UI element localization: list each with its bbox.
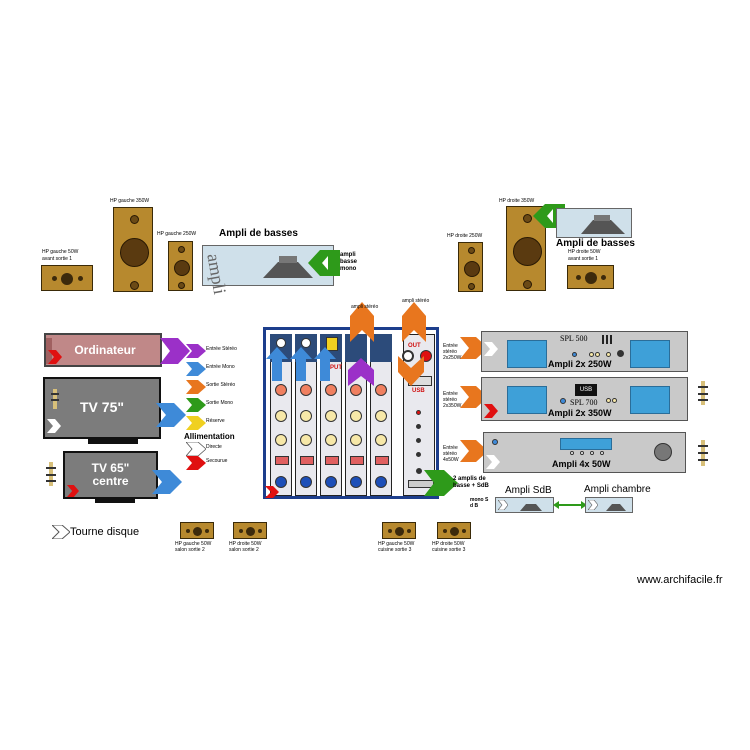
- legend-item: Directe: [186, 442, 246, 456]
- legend-item: Sortie Mono: [186, 398, 246, 412]
- ampli-4x50-label: Ampli 4x 50W: [552, 459, 611, 469]
- antenna-icon-left: [46, 462, 56, 486]
- cuisine-sortie-3-d-label: cuisine sortie 3: [432, 547, 466, 553]
- speaker-droite-cuisine: [437, 522, 471, 539]
- ampli-chambre-title: Ampli chambre: [584, 484, 651, 495]
- mono-out-arrow-mixer: [424, 470, 458, 496]
- ampli-stereo-label-1: ampli stéréo: [351, 304, 379, 310]
- mono-in-arrow-mixer-3: [314, 347, 336, 381]
- stereo-out-arrow-mixer-1: [350, 302, 374, 342]
- tv-75-stand: [88, 438, 138, 444]
- hp-d-salon-label: HP droite 50W: [229, 541, 262, 547]
- ordinateur-label: Ordinateur: [74, 343, 136, 357]
- ampli-4x50: Ampli 4x 50W: [483, 432, 686, 473]
- ampli-2x250-label: Ampli 2x 250W: [548, 359, 612, 369]
- tv-75-device: TV 75": [43, 377, 161, 439]
- tv-65-centre-label: centre: [92, 474, 129, 488]
- entree-stereo-250-label: Entrée stéréo 2x250W: [443, 343, 462, 361]
- salon-sortie-2-g-label: salon sortie 2: [175, 547, 205, 553]
- legend-item: Secourue: [186, 456, 246, 470]
- hp-gauche-350-label: HP gauche 350W: [110, 198, 150, 204]
- tourne-disque-label: Tourne disque: [70, 526, 140, 538]
- spl-500-label: SPL 500: [560, 334, 588, 343]
- secourue-arrow-mixer: [265, 486, 279, 498]
- bass-amp-right: [556, 208, 632, 238]
- ampli-de-basses-right-title: Ampli de basses: [556, 238, 635, 249]
- legend-item: Entrée Stéréo: [186, 344, 246, 358]
- avant-sortie-1-right-label: avant sortie 1: [568, 256, 599, 262]
- hp-droite-350-label: HP droite 350W: [499, 198, 535, 204]
- legend-item: Entrée Mono: [186, 362, 246, 376]
- ampli-sdb-title: Ampli SdB: [505, 485, 552, 496]
- hp-gauche-50-avant-label: HP gauche 50W: [42, 249, 79, 255]
- stereo-out-arrow-mixer-down: [398, 356, 424, 386]
- speaker-right-250: [458, 242, 483, 292]
- stereo-in-arrow-mixer: [348, 358, 374, 386]
- ampli-stereo-label-2: ampli stéréo: [402, 298, 430, 304]
- amplis-basse-label: 2 amplis de basse + SdB: [453, 476, 489, 489]
- legend-item: Sortie Stéréo: [186, 380, 246, 394]
- allimentation-label: Allimentation: [184, 432, 235, 441]
- antenna-icon: [698, 381, 708, 405]
- ordinateur-device: Ordinateur: [44, 333, 162, 367]
- antenna-icon: [698, 440, 708, 466]
- stereo-out-arrow-amp-50: [460, 440, 488, 462]
- mono-in-arrows-mixer: [266, 347, 312, 381]
- mixer: INPUT OUT USB: [263, 327, 439, 499]
- ampli-2x350: USB SPL 700 Ampli 2x 350W: [481, 377, 688, 421]
- spl-700-label: SPL 700: [570, 398, 598, 407]
- tv-75-label: TV 75": [80, 399, 124, 415]
- mixer-usb-label: USB: [412, 388, 425, 394]
- mono-in-arrow-tv65: [152, 470, 182, 494]
- mono-in-arrow-tv75: [156, 403, 186, 427]
- stereo-out-arrow-mixer-2: [402, 302, 426, 342]
- usb-screen-label: USB: [575, 384, 597, 396]
- tourne-disque-arrow: [52, 525, 70, 539]
- ampli-2x350-label: Ampli 2x 350W: [548, 408, 612, 418]
- antenna-icon: [51, 389, 59, 409]
- ampli-basse-mono-label: ampli basse mono: [340, 252, 358, 272]
- speaker-droite-salon: [233, 522, 267, 539]
- ampli-2x250: SPL 500 Ampli 2x 250W: [481, 331, 688, 372]
- hp-gauche-250-label: HP gauche 250W: [157, 231, 197, 237]
- speaker-left-250: [168, 241, 193, 291]
- mixer-out-label: OUT: [408, 343, 421, 349]
- cuisine-sortie-3-g-label: cuisine sortie 3: [378, 547, 412, 553]
- tv-65-stand: [95, 498, 135, 503]
- legend: Entrée Stéréo Entrée Mono Sortie Stéréo …: [184, 338, 246, 478]
- speaker-left-350: [113, 207, 153, 292]
- avant-sortie-1-left-label: avant sortie 1: [42, 256, 73, 262]
- speaker-right-50-front: [567, 265, 614, 289]
- legend-item: Réserve: [186, 416, 246, 430]
- hp-g-salon-label: HP gauche 50W: [175, 541, 212, 547]
- ampli-sdb: [495, 497, 554, 513]
- mono-sdb-label: mono S d B: [470, 497, 489, 509]
- link-sdb-chambre: [553, 501, 587, 509]
- speaker-gauche-salon: [180, 522, 214, 539]
- ampli-chambre: [585, 497, 633, 513]
- tv-65-device: TV 65" centre: [63, 451, 158, 499]
- stereo-in-arrow-ordinateur: [160, 338, 190, 364]
- entree-stereo-350-label: Entrée stéréo 2x350W: [443, 391, 462, 409]
- speaker-left-50-front: [41, 265, 93, 291]
- hp-droite-250-label: HP droite 250W: [447, 233, 483, 239]
- ampli-de-basses-left-title: Ampli de basses: [219, 228, 298, 239]
- hp-g-cuisine-label: HP gauche 50W: [378, 541, 415, 547]
- mono-out-arrow-bass-left: [308, 250, 340, 276]
- hp-d-cuisine-label: HP droite 50W: [432, 541, 465, 547]
- mixer-input-label: INPUT: [324, 365, 342, 371]
- entree-stereo-50-label: Entrée stéréo 4x50W: [443, 445, 459, 463]
- hp-droite-50-avant-label: HP droite 50W: [568, 249, 601, 255]
- salon-sortie-2-d-label: salon sortie 2: [229, 547, 259, 553]
- speaker-gauche-cuisine: [382, 522, 416, 539]
- watermark: www.archifacile.fr: [637, 574, 723, 586]
- tv-65-label: TV 65": [91, 461, 130, 475]
